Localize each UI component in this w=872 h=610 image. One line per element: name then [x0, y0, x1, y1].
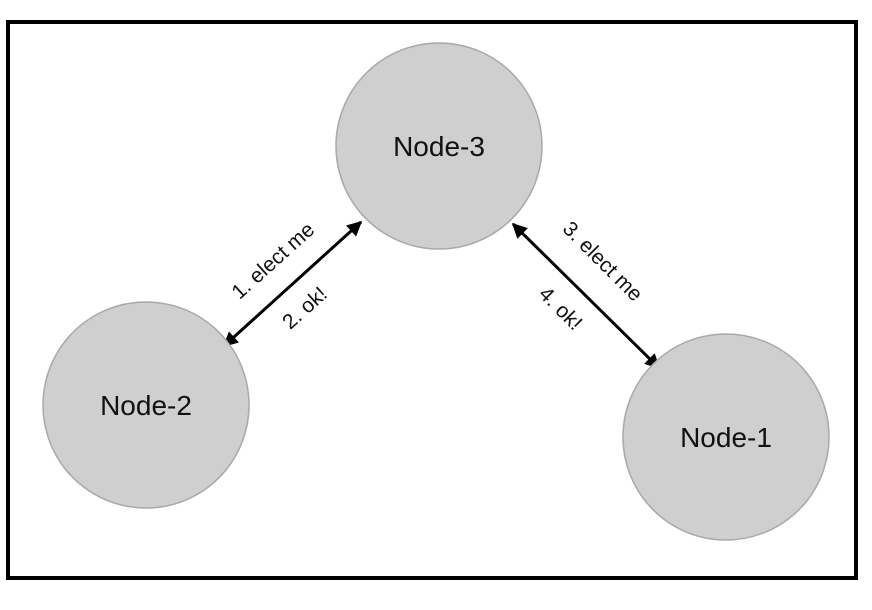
node-2-label: Node-2: [100, 390, 192, 421]
node-3-label: Node-3: [393, 131, 485, 162]
node-2-circle: [42, 301, 250, 509]
node-3: Node-3: [335, 42, 543, 250]
node-1: Node-1: [622, 333, 830, 541]
double-arrow-node2-node3: [222, 220, 363, 348]
node-3-circle: [335, 42, 543, 250]
node-1-circle: [622, 333, 830, 541]
double-arrow-node3-node1: [511, 222, 661, 370]
node-2: Node-2: [42, 301, 250, 509]
node-1-label: Node-1: [680, 422, 772, 453]
